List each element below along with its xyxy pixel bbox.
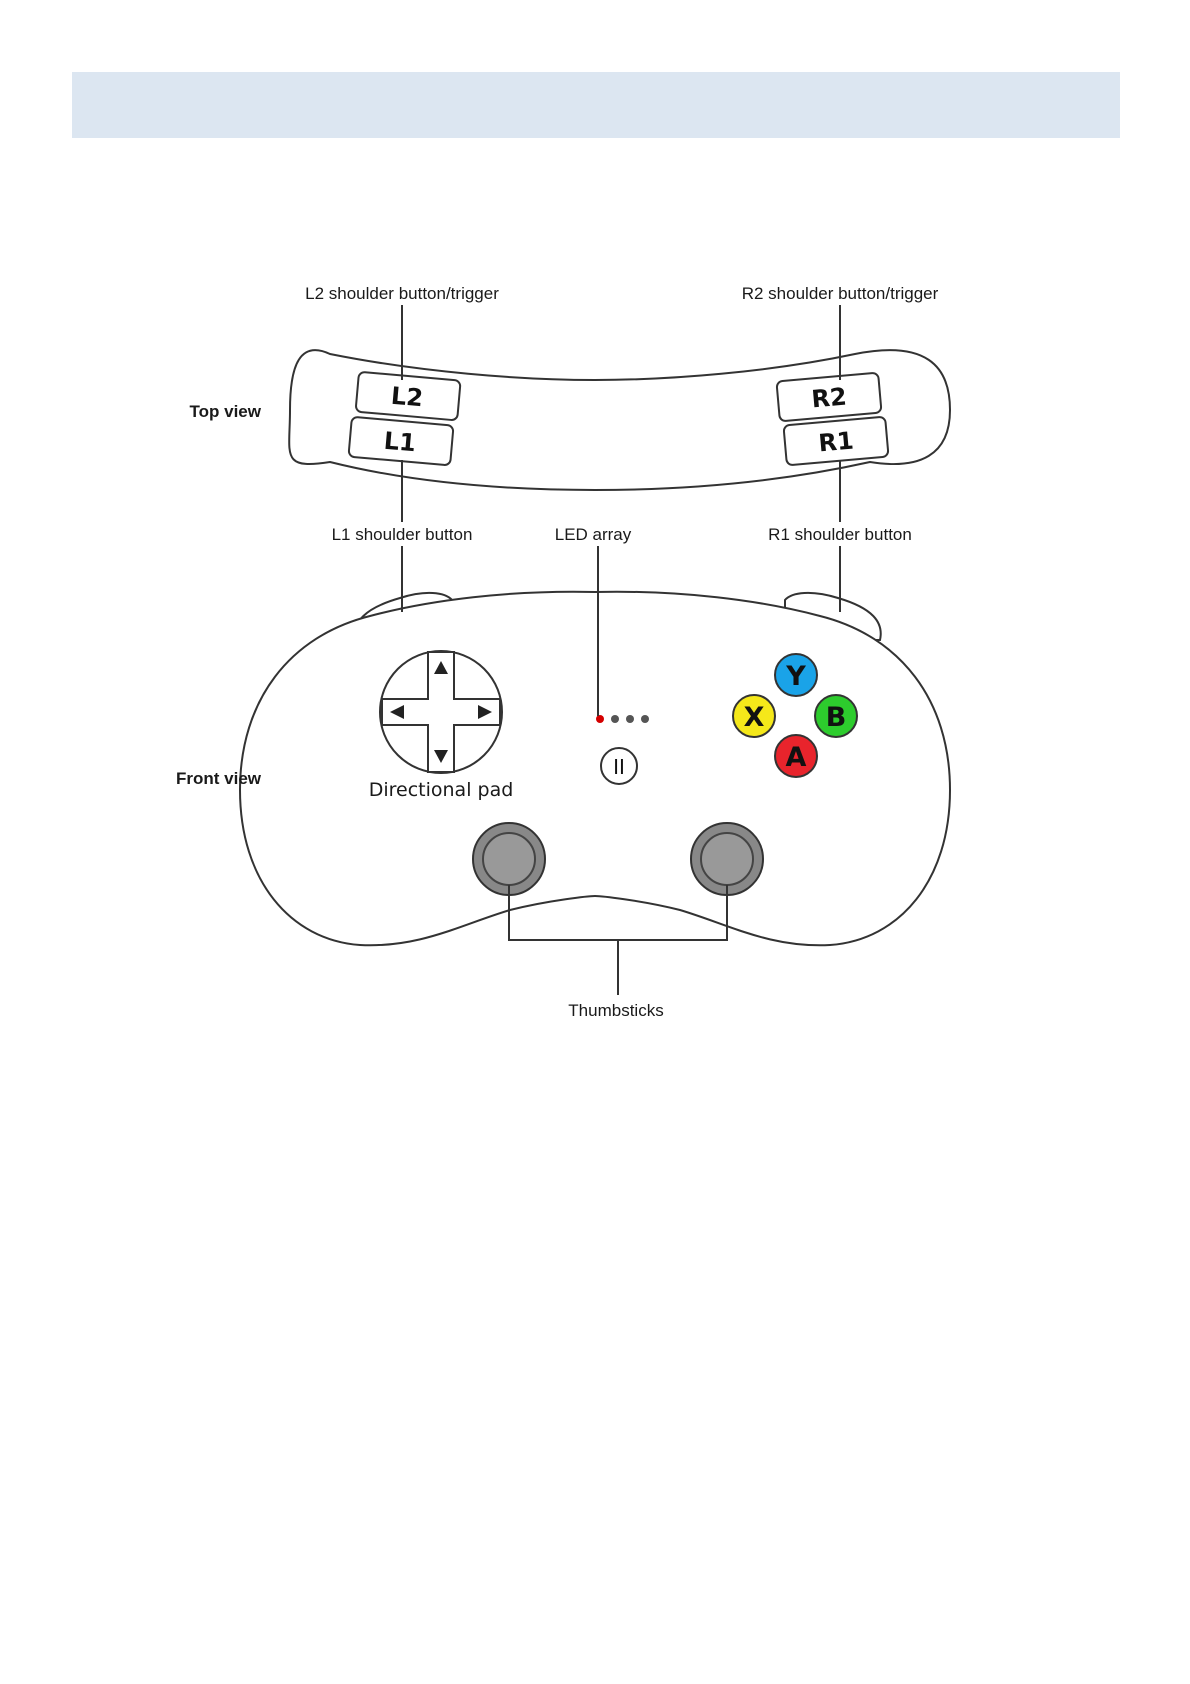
button-a[interactable]: A (775, 735, 817, 777)
right-thumbstick[interactable] (691, 823, 763, 895)
pause-button[interactable]: II (601, 748, 637, 784)
l2-button-label: L2 (390, 382, 424, 413)
r1-callout-label: R1 shoulder button (768, 525, 912, 544)
pause-icon: II (613, 755, 625, 779)
left-thumbstick[interactable] (473, 823, 545, 895)
button-y-label: Y (785, 661, 806, 692)
directional-pad-label: Directional pad (369, 779, 514, 801)
l1-button-label: L1 (383, 427, 417, 458)
button-x[interactable]: X (733, 695, 775, 737)
l2-callout-label: L2 shoulder button/trigger (305, 284, 499, 303)
l2-button[interactable]: L2 (356, 372, 461, 421)
front-view: Directional pad II Y X B A (240, 592, 950, 946)
thumbsticks-callout-label: Thumbsticks (568, 1001, 663, 1020)
button-b[interactable]: B (815, 695, 857, 737)
led-3 (626, 715, 634, 723)
directional-pad[interactable] (380, 651, 502, 773)
front-view-label: Front view (176, 769, 262, 788)
r2-button[interactable]: R2 (776, 373, 881, 422)
r2-button-label: R2 (810, 383, 847, 414)
l1-button[interactable]: L1 (348, 417, 453, 466)
r2-callout-label: R2 shoulder button/trigger (742, 284, 939, 303)
button-x-label: X (744, 702, 765, 733)
l1-callout-label: L1 shoulder button (332, 525, 473, 544)
led-2 (611, 715, 619, 723)
button-b-label: B (826, 702, 847, 733)
led-4 (641, 715, 649, 723)
top-view: L2 L1 R2 R1 (289, 350, 950, 490)
button-a-label: A (786, 742, 807, 773)
front-view-body (240, 592, 950, 946)
top-view-label: Top view (190, 402, 262, 421)
r1-button[interactable]: R1 (783, 417, 888, 466)
r1-button-label: R1 (817, 427, 854, 458)
led-1 (596, 715, 604, 723)
led-array-callout-label: LED array (555, 525, 632, 544)
button-y[interactable]: Y (775, 654, 817, 696)
